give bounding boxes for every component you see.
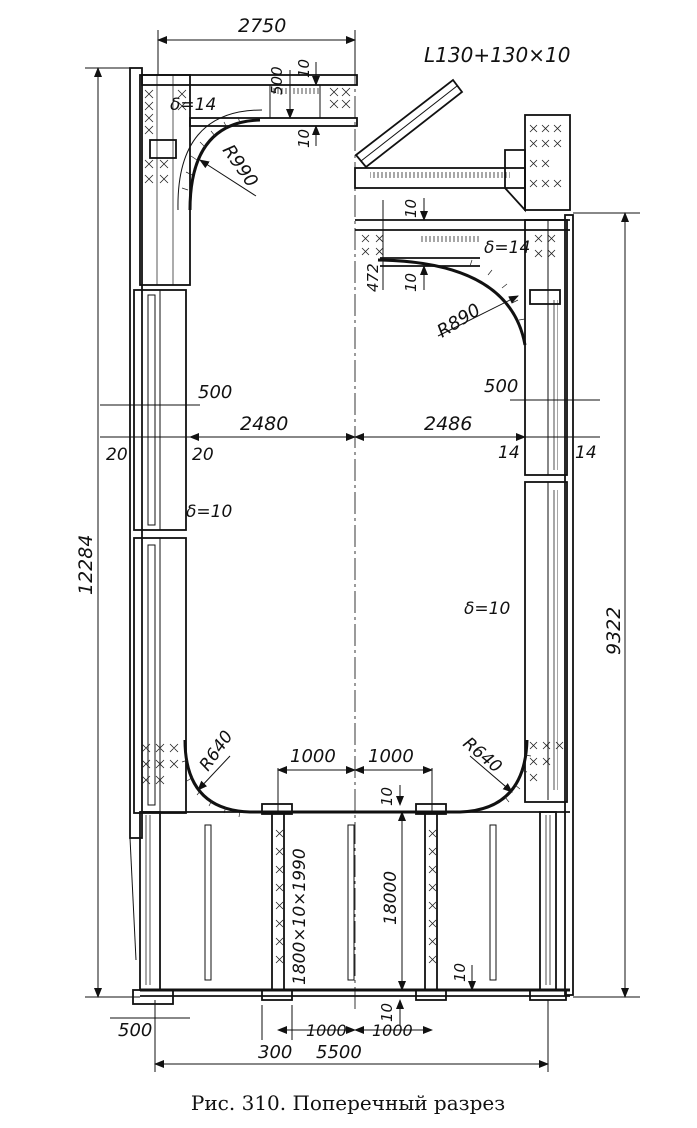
label-bottom-10c: 10 (378, 1003, 396, 1022)
label-overall-width: 5500 (316, 1042, 362, 1063)
label-delta-10-right: δ=10 (464, 599, 510, 619)
label-bottom-300: 300 (258, 1042, 292, 1063)
label-delta-10-left: δ=10 (186, 502, 232, 522)
label-half-right: 2486 (424, 413, 472, 435)
label-angle-profile: L130+130×10 (424, 43, 570, 67)
label-spacing-1000a: 1000 (290, 746, 336, 767)
dimension-lines (85, 30, 640, 1072)
label-left-20a: 20 (106, 445, 128, 465)
label-top-span: 2750 (238, 15, 286, 37)
label-right-500: 500 (484, 376, 518, 397)
label-right-height: 9322 (603, 607, 625, 655)
top-left-deck (141, 74, 358, 211)
top-right-structure (354, 78, 571, 267)
label-half-left: 2480 (240, 413, 288, 435)
label-r890: R890 (434, 300, 485, 343)
label-bottom-1000b: 1000 (372, 1021, 413, 1040)
label-spacing-1000b: 1000 (368, 746, 414, 767)
figure-caption: Рис. 310. Поперечный разрез (191, 1091, 505, 1115)
label-overall-height: 12284 (75, 535, 97, 595)
label-left-20b: 20 (192, 445, 214, 465)
label-bottom-500: 500 (118, 1020, 152, 1041)
label-bottom-10b: 10 (451, 963, 469, 982)
label-bottom-10a: 10 (378, 787, 396, 806)
label-plate-10c: 10 (402, 199, 420, 218)
label-girder-profile: 1800×10×1990 (290, 848, 310, 985)
label-delta-14-right: δ=14 (484, 238, 530, 258)
label-r990: R990 (218, 141, 262, 191)
label-right-14b: 14 (575, 443, 597, 463)
label-plate-500: 500 (268, 66, 286, 95)
label-girder-height: 18000 (381, 871, 401, 925)
label-left-500: 500 (198, 382, 232, 403)
label-delta-14-left: δ=14 (170, 95, 216, 115)
label-bottom-1000a: 1000 (306, 1021, 347, 1040)
label-472: 472 (364, 263, 382, 292)
label-plate-10d: 10 (402, 273, 420, 292)
right-wall (377, 214, 574, 996)
label-plate-10a: 10 (295, 59, 313, 78)
label-plate-10b: 10 (295, 129, 313, 148)
bottom-structure (132, 739, 570, 1005)
label-r640-left: R640 (196, 727, 238, 775)
label-r640-right: R640 (459, 734, 506, 778)
label-right-14a: 14 (498, 443, 520, 463)
